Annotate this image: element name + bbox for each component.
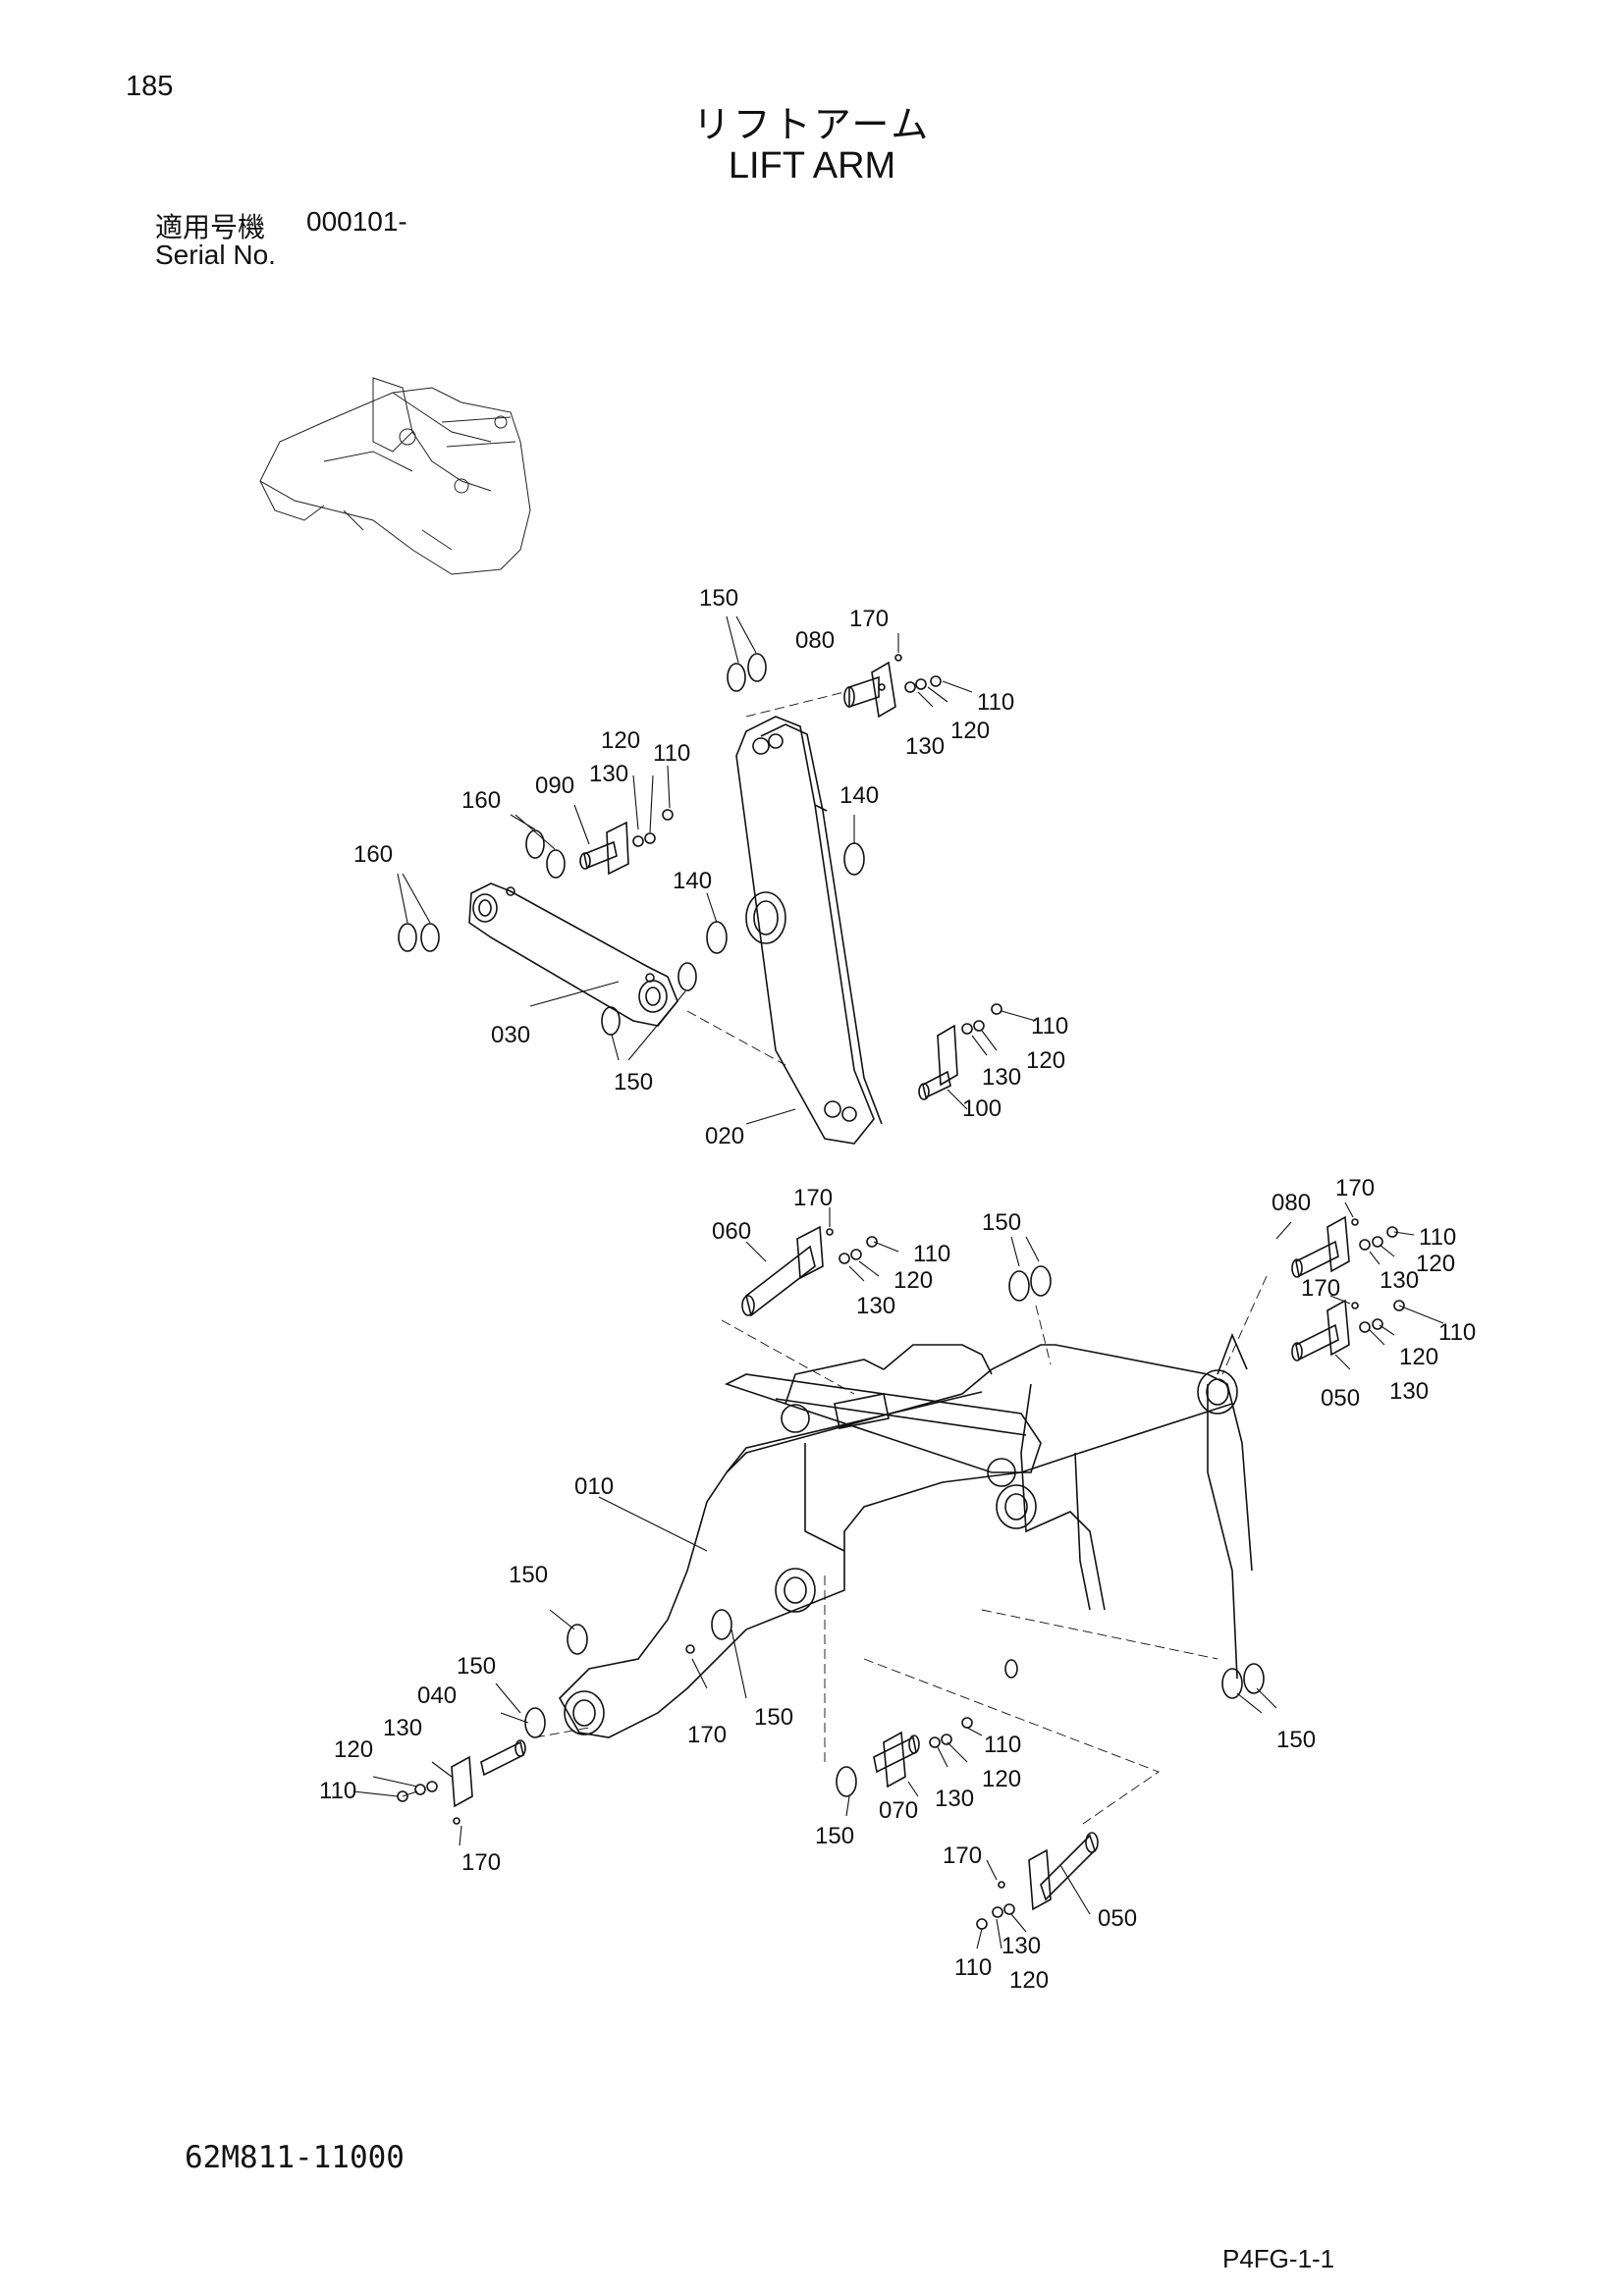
callout-120: 120 bbox=[982, 1766, 1021, 1792]
callout-120: 120 bbox=[1009, 1967, 1049, 1994]
serial-range: 000101- bbox=[306, 206, 407, 237]
callout-120: 120 bbox=[334, 1736, 373, 1763]
callout-110: 110 bbox=[1031, 1013, 1068, 1040]
callout-160: 160 bbox=[461, 787, 501, 814]
callout-170: 170 bbox=[687, 1722, 727, 1748]
callout-090: 090 bbox=[535, 773, 574, 799]
callout-030: 030 bbox=[491, 1022, 530, 1048]
pin-050-upper bbox=[1291, 1299, 1405, 1362]
grease-fittings bbox=[685, 1644, 695, 1654]
callout-150: 150 bbox=[1276, 1727, 1316, 1753]
washers-lower bbox=[524, 1265, 1265, 1797]
callout-070: 070 bbox=[879, 1797, 918, 1824]
title-english: LIFT ARM bbox=[728, 145, 896, 187]
callout-140: 140 bbox=[839, 782, 879, 809]
callout-060: 060 bbox=[712, 1218, 751, 1245]
callout-120: 120 bbox=[950, 718, 990, 744]
callout-100: 100 bbox=[962, 1095, 1001, 1122]
callout-130: 130 bbox=[856, 1293, 895, 1319]
callout-050: 050 bbox=[1098, 1905, 1137, 1932]
pin-040 bbox=[397, 1739, 526, 1825]
callout-120: 120 bbox=[893, 1267, 933, 1294]
callout-170: 170 bbox=[793, 1185, 833, 1211]
pin-100 bbox=[918, 1003, 1002, 1100]
callout-080: 080 bbox=[1272, 1190, 1311, 1216]
serial-label-english: Serial No. bbox=[155, 240, 276, 270]
pin-090 bbox=[579, 809, 674, 876]
callout-160: 160 bbox=[353, 841, 393, 868]
callout-010: 010 bbox=[574, 1473, 614, 1500]
page-code: P4FG-1-1 bbox=[1222, 2244, 1335, 2273]
callout-120: 120 bbox=[1399, 1344, 1438, 1370]
callout-110: 110 bbox=[319, 1778, 356, 1804]
callout-110: 110 bbox=[913, 1241, 950, 1267]
callout-130: 130 bbox=[935, 1786, 974, 1812]
dashed-links-upper bbox=[686, 691, 845, 1066]
bellcrank-020 bbox=[735, 716, 883, 1145]
serial-label-japanese: 適用号機 bbox=[155, 212, 266, 242]
callout-150: 150 bbox=[815, 1823, 854, 1849]
callout-170: 170 bbox=[943, 1842, 982, 1869]
pin-060 bbox=[741, 1225, 878, 1317]
pin-050-lower bbox=[976, 1832, 1099, 1930]
callout-110: 110 bbox=[954, 1954, 992, 1981]
link-030 bbox=[468, 882, 678, 1027]
leaders-upper bbox=[397, 615, 1037, 1125]
washers-upper bbox=[398, 653, 865, 1036]
callout-110: 110 bbox=[1438, 1319, 1476, 1346]
callout-130: 130 bbox=[383, 1715, 422, 1741]
callout-150: 150 bbox=[509, 1562, 548, 1588]
callout-150: 150 bbox=[699, 585, 738, 612]
lift-arm-010 bbox=[559, 1332, 1253, 1738]
callout-120: 120 bbox=[1026, 1047, 1065, 1074]
callout-130: 130 bbox=[982, 1064, 1021, 1091]
leaders-lower bbox=[352, 1201, 1444, 1949]
callout-140: 140 bbox=[673, 868, 712, 894]
callout-170: 170 bbox=[849, 606, 889, 632]
callout-050: 050 bbox=[1321, 1385, 1360, 1412]
dashed-links-lower bbox=[534, 1275, 1268, 1827]
callout-130: 130 bbox=[905, 733, 945, 760]
machine-thumbnail bbox=[259, 377, 531, 575]
callout-150: 150 bbox=[982, 1209, 1021, 1236]
callout-130: 130 bbox=[1389, 1378, 1429, 1405]
title-japanese: リフトアーム bbox=[692, 105, 932, 146]
callout-170: 170 bbox=[1335, 1175, 1375, 1201]
pin-080-upper bbox=[843, 654, 942, 719]
callout-110: 110 bbox=[653, 740, 690, 767]
callout-080: 080 bbox=[795, 627, 835, 654]
callout-110: 110 bbox=[1419, 1224, 1456, 1251]
callout-170: 170 bbox=[461, 1849, 501, 1876]
callout-150: 150 bbox=[614, 1069, 653, 1095]
callout-labels: 150 170 080 110 130 120 120 110 130 090 … bbox=[319, 585, 1476, 1994]
callout-170: 170 bbox=[1301, 1275, 1340, 1302]
callout-110: 110 bbox=[977, 689, 1014, 716]
callout-130: 130 bbox=[1001, 1933, 1041, 1959]
callout-110: 110 bbox=[984, 1732, 1021, 1758]
callout-020: 020 bbox=[705, 1123, 744, 1149]
callout-040: 040 bbox=[417, 1682, 457, 1709]
page-number: 185 bbox=[126, 71, 174, 102]
callout-120: 120 bbox=[1416, 1251, 1455, 1277]
callout-120: 120 bbox=[601, 727, 640, 754]
callout-130: 130 bbox=[1380, 1267, 1419, 1294]
drawing-number: 62M811-11000 bbox=[185, 2140, 405, 2175]
callout-130: 130 bbox=[589, 761, 628, 787]
callout-150: 150 bbox=[754, 1704, 793, 1731]
callout-150: 150 bbox=[457, 1653, 496, 1680]
